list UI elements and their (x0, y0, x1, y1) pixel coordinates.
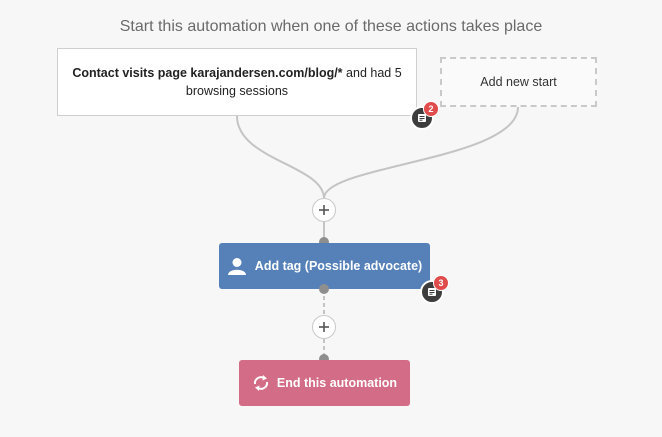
connector-dot (319, 354, 329, 364)
note-icon (418, 114, 426, 122)
add-new-start-button[interactable]: Add new start (440, 57, 597, 107)
plus-icon (319, 322, 329, 332)
end-automation-label: End this automation (276, 376, 398, 390)
start-notes-count: 2 (423, 101, 439, 117)
action-notes-button[interactable]: 3 (420, 275, 449, 304)
plus-icon (319, 205, 329, 215)
note-icon (428, 288, 436, 296)
connector-dot (319, 284, 329, 294)
connector-dot (319, 237, 329, 247)
start-trigger-card[interactable]: Contact visits page karajandersen.com/bl… (57, 48, 417, 116)
action-notes-count: 3 (433, 275, 449, 291)
user-icon (227, 257, 247, 275)
start-trigger-bold: Contact visits page karajandersen.com/bl… (72, 66, 343, 80)
add-step-button-1[interactable] (312, 198, 336, 222)
start-notes-button[interactable]: 2 (410, 101, 439, 130)
cycle-icon (252, 375, 270, 391)
add-step-button-2[interactable] (312, 315, 336, 339)
start-trigger-text: Contact visits page karajandersen.com/bl… (72, 64, 402, 100)
add-tag-label: Add tag (Possible advocate) (254, 259, 423, 273)
start-trigger-rest: and had 5 browsing sessions (185, 66, 402, 98)
end-automation-action[interactable]: End this automation (239, 360, 410, 406)
page-title: Start this automation when one of these … (119, 18, 543, 35)
add-tag-action[interactable]: Add tag (Possible advocate) (219, 243, 430, 289)
